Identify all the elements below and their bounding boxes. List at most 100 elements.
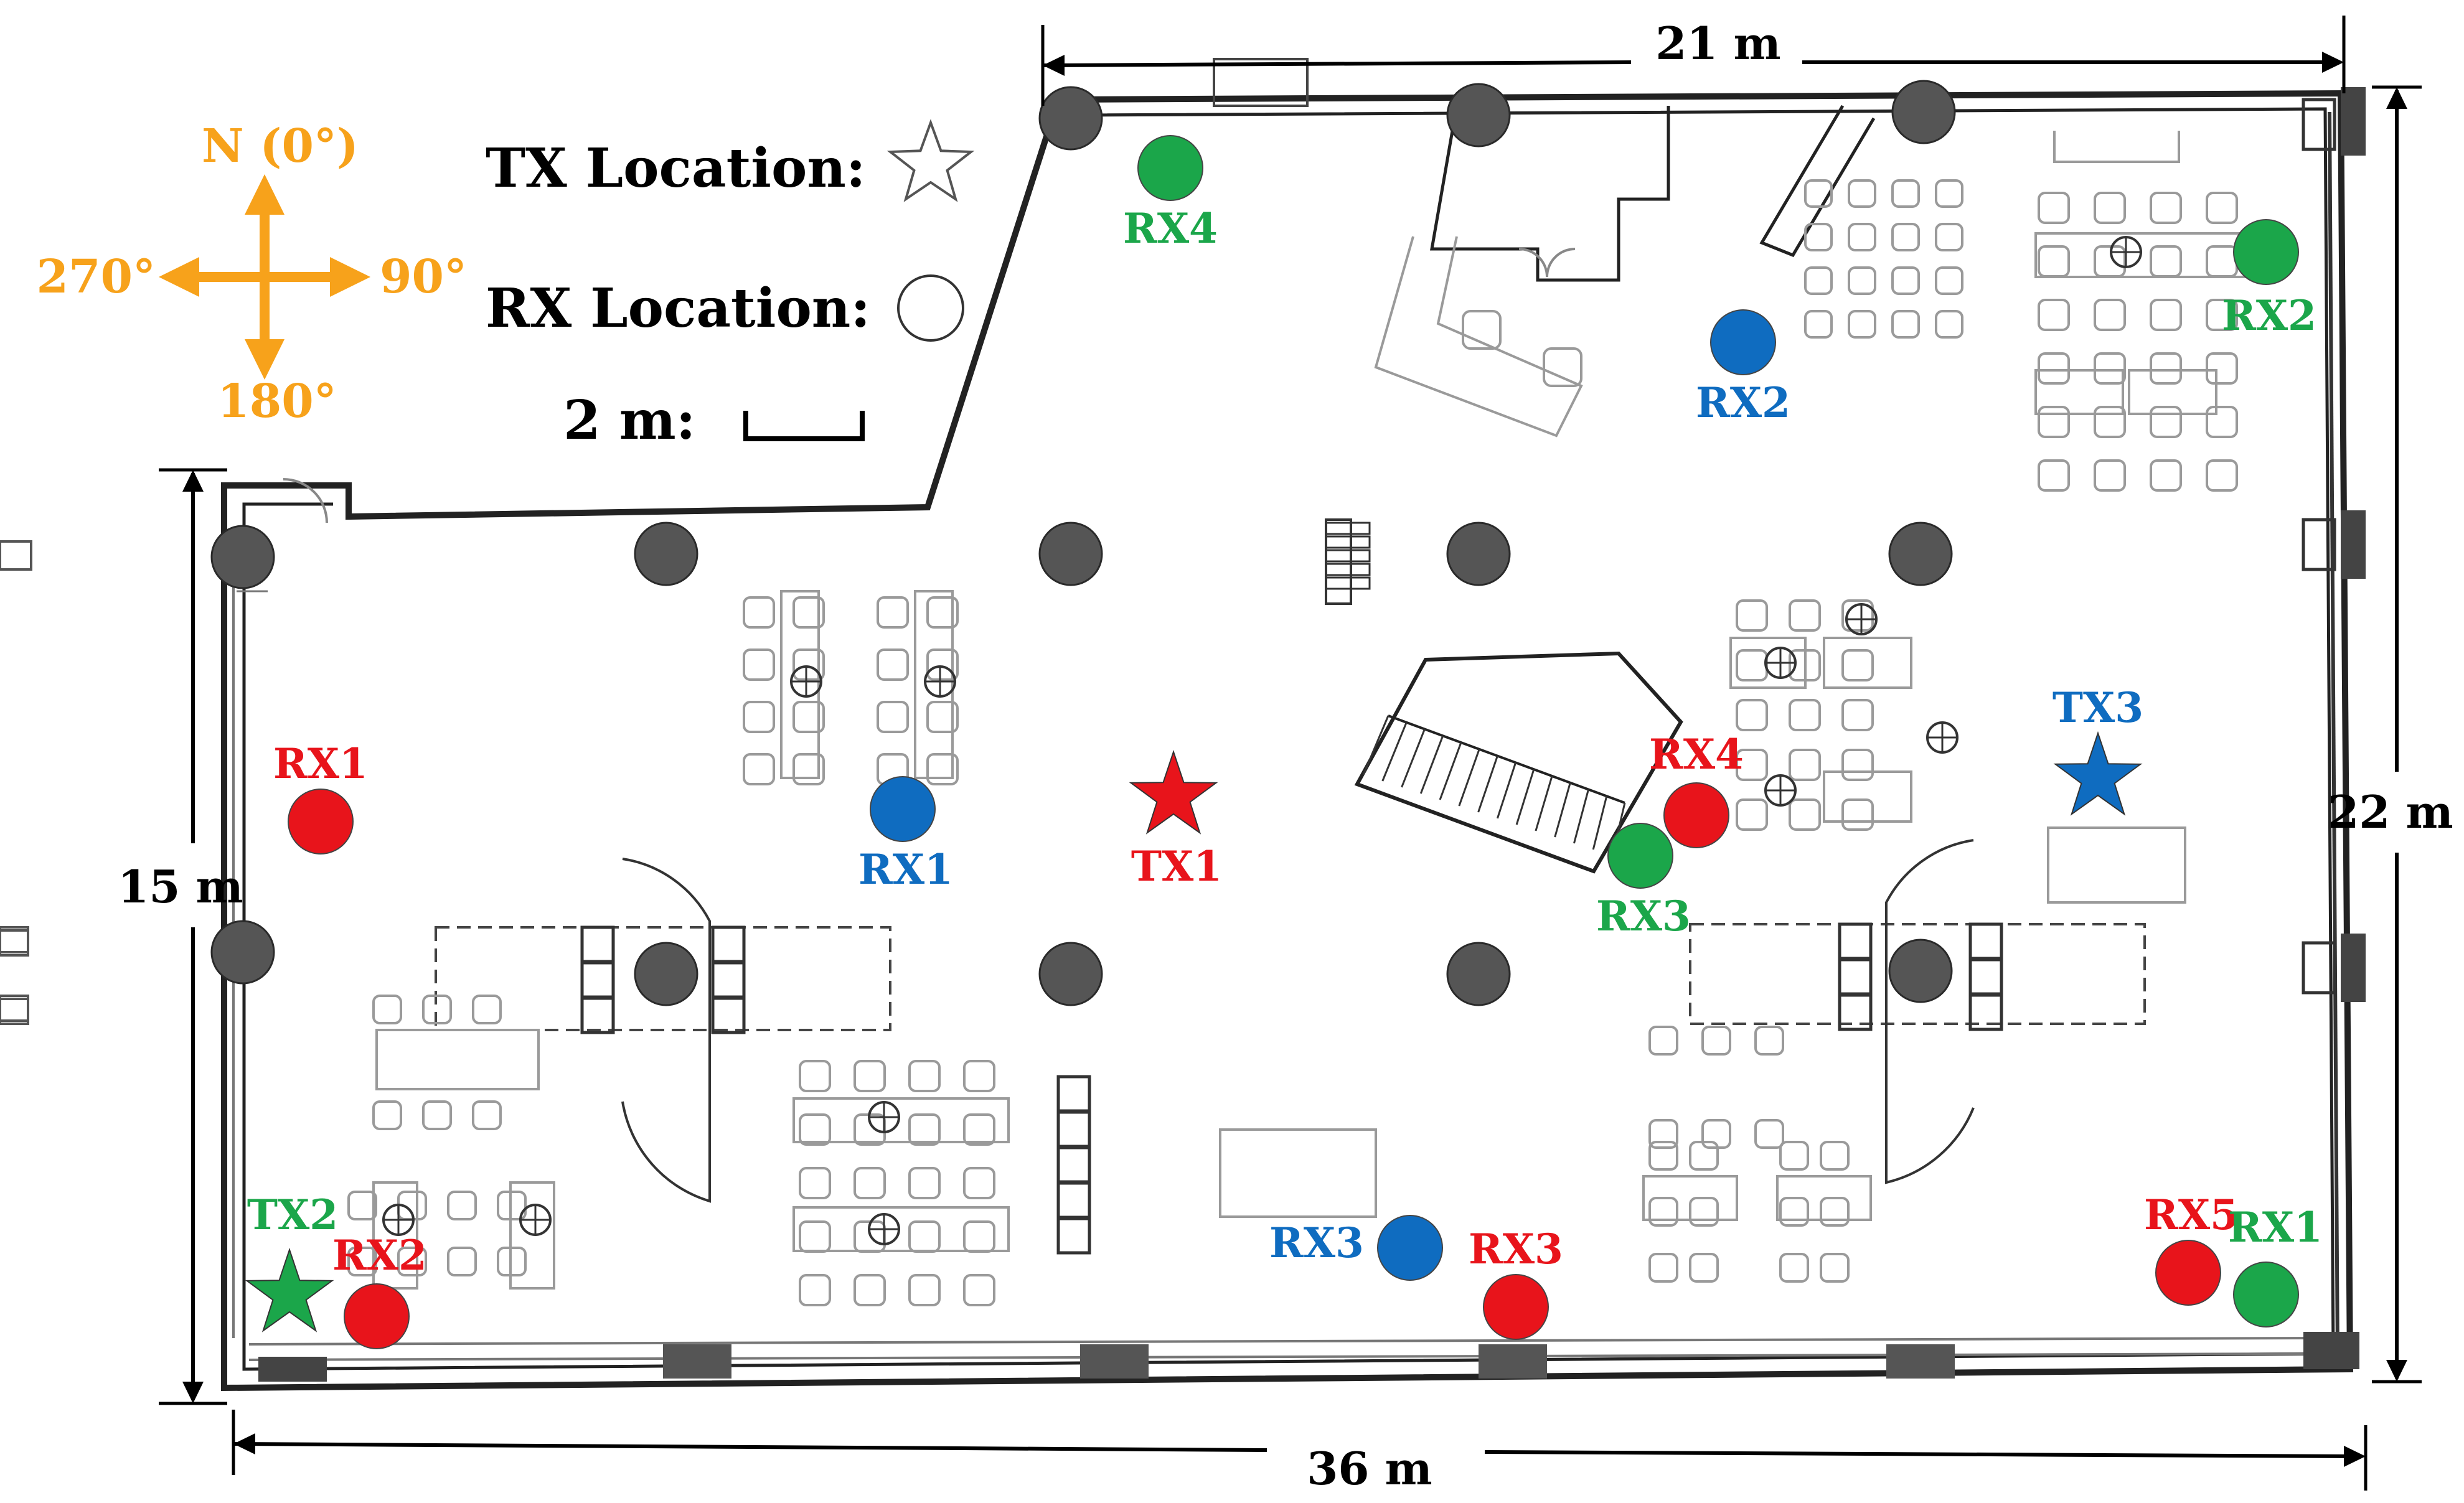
chair: [1804, 310, 1833, 339]
chair: [743, 648, 775, 681]
chair: [1736, 749, 1768, 781]
dim-bottom-label: 36 m: [1307, 1442, 1432, 1495]
dimension-lines: 21 m 36 m 15 m 22 m: [118, 16, 2453, 1495]
rx-label: RX2: [332, 1231, 427, 1280]
table: [2047, 826, 2186, 904]
chair: [372, 1100, 402, 1130]
chair: [1891, 266, 1920, 295]
legend: TX Location: RX Location: 2 m:: [486, 119, 975, 452]
table: [2128, 369, 2217, 415]
table: [1823, 770, 1912, 823]
chair: [926, 596, 959, 629]
column: [1038, 86, 1103, 151]
legend-tx-star-icon: [886, 119, 975, 202]
table: [509, 1181, 555, 1290]
legend-scale-bar-icon: [743, 411, 865, 441]
table: [1823, 637, 1912, 689]
chair: [1891, 179, 1920, 208]
interior-structures: [0, 105, 2146, 1255]
chair: [2150, 406, 2182, 438]
chair: [963, 1274, 995, 1306]
chair: [2206, 459, 2238, 492]
chair: [422, 1100, 452, 1130]
column: [1446, 522, 1511, 586]
rx-label: RX4: [1649, 730, 1744, 779]
chair: [2094, 406, 2126, 438]
chair: [1935, 179, 1963, 208]
chair: [1841, 599, 1874, 632]
building-walls: [221, 58, 2354, 1392]
chair: [1848, 223, 1876, 251]
chair: [1648, 1141, 1678, 1171]
chair: [1804, 266, 1833, 295]
chair: [2094, 352, 2126, 385]
chair: [877, 648, 909, 681]
rx-label: RX5: [2144, 1191, 2239, 1239]
chair: [472, 1100, 502, 1130]
chair: [2206, 352, 2238, 385]
column: [1038, 522, 1103, 586]
column: [1446, 83, 1511, 147]
column: [210, 525, 275, 589]
chair: [1891, 223, 1920, 251]
chair: [2150, 299, 2182, 331]
chair: [926, 648, 959, 681]
table: [1219, 1128, 1377, 1218]
table: [792, 1206, 1010, 1252]
chair: [2206, 192, 2238, 224]
compass-north: N (0°): [202, 119, 359, 173]
chair: [963, 1220, 995, 1253]
wall-pillars: [258, 87, 2366, 1382]
chair: [1789, 699, 1821, 731]
column: [1038, 942, 1103, 1006]
chair: [1736, 649, 1768, 681]
chair: [1789, 798, 1821, 831]
table: [375, 1029, 540, 1090]
rx-circle-icon: [1710, 309, 1776, 375]
chair: [2150, 192, 2182, 224]
chair: [1841, 699, 1874, 731]
chair: [877, 701, 909, 733]
chair: [1779, 1253, 1809, 1283]
legend-tx-label: TX Location:: [486, 137, 866, 200]
rx-label: RX3: [1469, 1225, 1563, 1273]
chair: [963, 1113, 995, 1146]
dim-left-label: 15 m: [118, 860, 243, 913]
staircase: [1354, 651, 1683, 874]
chair: [1689, 1253, 1719, 1283]
table: [780, 590, 820, 779]
chair: [472, 995, 502, 1024]
column: [1446, 942, 1511, 1006]
table: [372, 1181, 418, 1290]
chair: [1648, 1197, 1678, 1227]
rx-label: RX1: [858, 845, 953, 894]
chair: [1848, 179, 1876, 208]
chair: [799, 1274, 831, 1306]
chair: [2094, 299, 2126, 331]
chair: [1648, 1119, 1678, 1149]
chair: [1689, 1197, 1719, 1227]
chair: [1789, 599, 1821, 632]
table: [1642, 1175, 1738, 1221]
tx-star-icon: [2053, 731, 2143, 816]
chair: [2038, 299, 2070, 331]
chair: [2038, 245, 2070, 278]
dim-top-label: 21 m: [1655, 17, 1780, 70]
chair: [372, 995, 402, 1024]
tx-label: TX1: [1131, 842, 1222, 891]
chair: [2038, 406, 2070, 438]
chair: [2038, 192, 2070, 224]
rx-circle-icon: [1377, 1215, 1443, 1281]
columns: [210, 80, 1956, 1006]
chair: [1754, 1026, 1784, 1056]
rx-label: RX4: [1123, 204, 1218, 253]
chair: [422, 995, 452, 1024]
table: [1729, 637, 1807, 689]
chair: [2206, 406, 2238, 438]
chair: [2094, 192, 2126, 224]
compass-south: 180°: [217, 375, 336, 428]
chair: [853, 1060, 886, 1092]
column: [634, 522, 698, 586]
chair: [2206, 245, 2238, 278]
rx-circle-icon: [1483, 1274, 1549, 1340]
